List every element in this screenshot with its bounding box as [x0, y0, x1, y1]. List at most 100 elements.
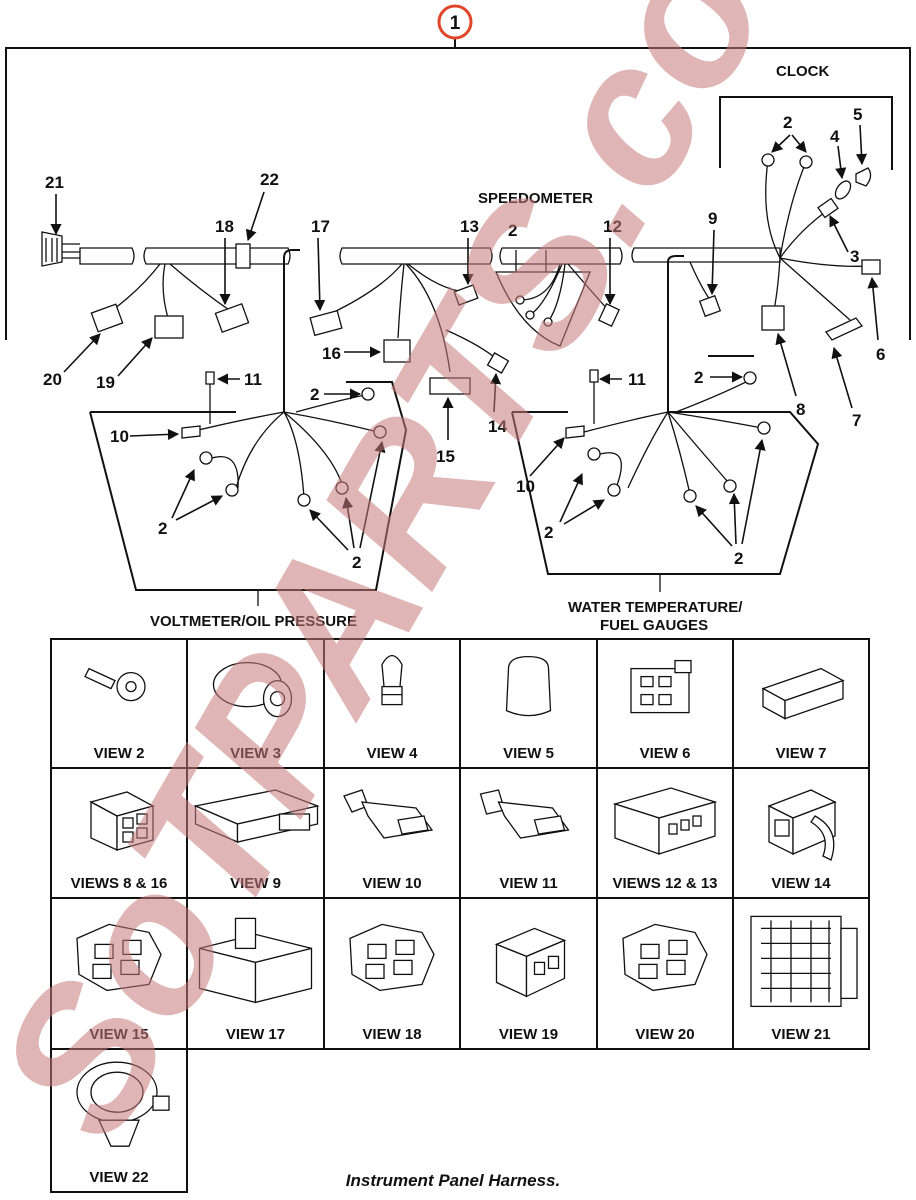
view-illustration-17 [622, 923, 708, 992]
view-cell-15: VIEW 18 [323, 897, 461, 1050]
view-label: VIEW 9 [230, 875, 281, 892]
leader-arrow-p24-1 [175, 495, 223, 521]
voltmeter-label: VOLTMETER/OIL PRESSURE [150, 613, 357, 630]
leader-arrow-p1-0 [771, 134, 791, 153]
view-illustration-19 [76, 1061, 170, 1147]
view-label: VIEW 3 [230, 745, 281, 762]
part-number-p15: 17 [311, 217, 330, 236]
leader-arrow-p25-2 [359, 440, 386, 549]
view-cell-19: VIEW 22 [50, 1048, 188, 1193]
leader-arrow-p30-2 [741, 438, 766, 545]
view-cell-12: VIEW 14 [732, 767, 870, 899]
view-label: VIEW 4 [367, 745, 419, 762]
voltmeter-group [89, 371, 408, 591]
view-cell-13: VIEW 15 [50, 897, 188, 1050]
view-label: VIEW 21 [771, 1026, 830, 1043]
connector-12 [597, 303, 621, 327]
view-illustration-2 [212, 661, 293, 718]
view-label: VIEW 6 [640, 745, 691, 762]
leader-arrow-p29-1 [563, 499, 605, 525]
connector-18 [214, 302, 250, 334]
connector-20 [90, 303, 124, 333]
branch-wires-clock [689, 153, 881, 341]
view-cell-18: VIEW 21 [732, 897, 870, 1050]
view-label: VIEWS 12 & 13 [612, 875, 717, 892]
clock-label: CLOCK [776, 63, 829, 80]
part-number-p20: 19 [96, 373, 115, 392]
leader-arrow-p8-0 [706, 229, 718, 296]
part-number-p23: 2 [310, 385, 319, 404]
part-number-p6: 7 [852, 411, 861, 430]
leader-arrow-p22-0 [129, 428, 180, 441]
view-cell-2: VIEW 3 [186, 638, 325, 769]
part-number-p26: 11 [628, 370, 646, 389]
view-illustration-13 [76, 923, 162, 992]
figure-caption: Instrument Panel Harness. [346, 1171, 560, 1190]
view-illustration-10 [479, 789, 570, 839]
part-number-p28: 2 [694, 368, 703, 387]
part-number-p16: 18 [215, 217, 234, 236]
leader-arrow-p7-0 [775, 332, 797, 397]
speedometer-outline [495, 271, 591, 347]
leader-arrow-p25-1 [342, 496, 355, 549]
part-number-p27: 10 [516, 477, 535, 496]
leader-arrow-p2-0 [855, 124, 868, 166]
view-illustration-5 [630, 659, 692, 714]
view-illustration-11 [612, 787, 718, 855]
view-label: VIEW 15 [89, 1026, 148, 1043]
view-illustration-1 [84, 667, 146, 702]
part-number-p1: 2 [783, 113, 792, 132]
view-label: VIEW 20 [635, 1026, 694, 1043]
leader-arrow-p30-0 [695, 505, 733, 547]
connector-14 [486, 352, 510, 374]
leader-arrows [50, 124, 879, 551]
view-illustration-18 [750, 915, 858, 1008]
connector-16 [383, 339, 411, 363]
water-temp-label-1: WATER TEMPERATURE/ [568, 599, 743, 616]
view-cell-4: VIEW 5 [459, 638, 598, 769]
view-label: VIEW 18 [362, 1026, 421, 1043]
part-number-p3: 4 [830, 127, 840, 146]
leader-arrow-p29-0 [559, 472, 583, 523]
view-illustration-14 [198, 917, 313, 1004]
leader-arrow-p27-0 [529, 437, 565, 477]
view-cell-3: VIEW 4 [323, 638, 461, 769]
view-label: VIEW 17 [226, 1026, 285, 1043]
connector-8 [761, 305, 785, 331]
connector-9 [698, 294, 722, 318]
part-number-p29: 2 [544, 523, 553, 542]
connector-19 [154, 315, 184, 339]
view-cell-17: VIEW 20 [596, 897, 734, 1050]
part-number-p2: 5 [853, 105, 862, 124]
part-number-p19: 20 [43, 370, 62, 389]
leader-arrow-p15-0 [314, 237, 326, 312]
view-label: VIEWS 8 & 16 [71, 875, 168, 892]
bulb-socket-3 [817, 197, 839, 219]
callout-badge: 1 [437, 4, 473, 40]
part-number-p8: 9 [708, 209, 717, 228]
view-label: VIEW 10 [362, 875, 421, 892]
view-cell-16: VIEW 19 [459, 897, 598, 1050]
view-cell-7: VIEWS 8 & 16 [50, 767, 188, 899]
part-number-p21: 11 [244, 370, 262, 389]
main-harness [41, 231, 781, 412]
view-illustration-4 [505, 655, 552, 717]
view-illustration-12 [767, 789, 837, 861]
clock-bracket [719, 96, 893, 170]
leader-arrow-p1-1 [791, 134, 807, 153]
view-illustration-7 [89, 791, 155, 852]
part-number-p11: 13 [460, 217, 479, 236]
view-illustration-9 [343, 789, 434, 839]
retainer-22 [235, 243, 251, 269]
view-cell-11: VIEWS 12 & 13 [596, 767, 734, 899]
connector-7 [824, 317, 864, 341]
view-label: VIEW 7 [776, 745, 827, 762]
view-illustration-6 [761, 667, 845, 720]
part-number-p22: 10 [110, 427, 129, 446]
leader-arrow-p4-0 [829, 214, 849, 253]
speedometer-label: SPEEDOMETER [478, 190, 593, 207]
part-number-p17: 22 [260, 170, 279, 189]
connector-17 [309, 309, 343, 337]
